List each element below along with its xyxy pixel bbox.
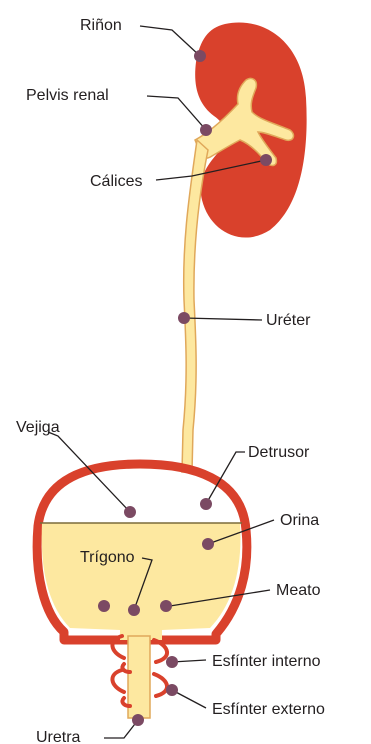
- marker-calyces: [260, 154, 272, 166]
- label-kidney: Riñon: [80, 17, 122, 34]
- label-bladder: Vejiga: [16, 419, 60, 436]
- marker-bladder: [124, 506, 136, 518]
- marker-internal-sphincter: [166, 656, 178, 668]
- marker-trigone-center: [128, 604, 140, 616]
- leader-renal-pelvis: [147, 96, 206, 130]
- marker-ureter: [178, 312, 190, 324]
- marker-trigone-left: [98, 600, 110, 612]
- marker-kidney: [194, 50, 206, 62]
- label-urethra: Uretra: [36, 729, 81, 744]
- marker-meatus: [160, 600, 172, 612]
- label-calyces: Cálices: [90, 173, 142, 190]
- marker-detrusor: [200, 498, 212, 510]
- label-internal-sphincter: Esfínter interno: [212, 653, 321, 670]
- label-external-sphincter: Esfínter externo: [212, 701, 325, 718]
- label-urine: Orina: [280, 512, 319, 529]
- marker-renal-pelvis: [200, 124, 212, 136]
- marker-external-sphincter: [166, 684, 178, 696]
- label-meatus: Meato: [276, 582, 321, 599]
- leader-kidney: [140, 26, 200, 56]
- marker-urethra: [132, 714, 144, 726]
- leader-ureter: [184, 318, 262, 320]
- label-ureter: Uréter: [266, 312, 311, 329]
- marker-urine: [202, 538, 214, 550]
- label-detrusor: Detrusor: [248, 444, 310, 461]
- label-renal-pelvis: Pelvis renal: [26, 87, 109, 104]
- label-trigone: Trígono: [80, 549, 135, 566]
